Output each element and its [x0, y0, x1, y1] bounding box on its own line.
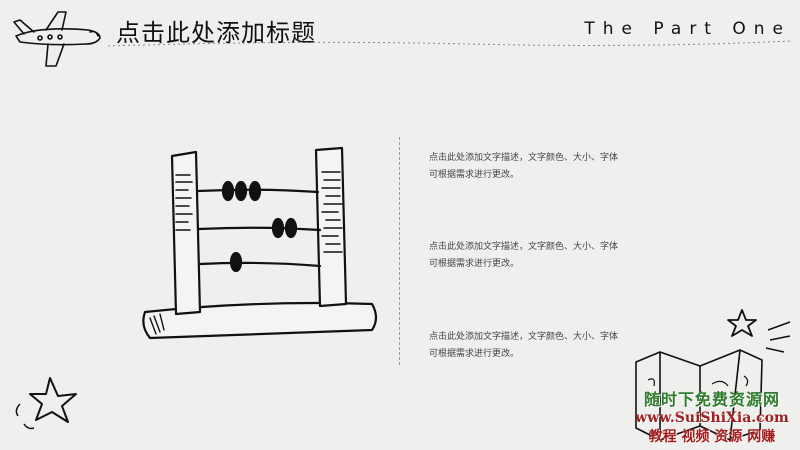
text-block[interactable]: 点击此处添加文字描述，文字颜色、大小、字体 可根据需求进行更改。 [429, 239, 669, 273]
vertical-divider [399, 137, 400, 365]
star-icon [15, 377, 77, 430]
map-icon [635, 349, 763, 441]
star-icon [727, 309, 791, 353]
title-underline [107, 40, 791, 47]
watermark: 随时下免费资源网 www.SuiShiXia.com 教程 视频 资源 网赚 [630, 386, 794, 446]
watermark-line: 随时下免费资源网 [643, 390, 780, 409]
airplane-icon [13, 11, 101, 67]
text-block[interactable]: 点击此处添加文字描述，文字颜色、大小、字体 可根据需求进行更改。 [429, 329, 669, 363]
text-block-line: 可根据需求进行更改。 [429, 349, 520, 359]
page-title[interactable]: 点击此处添加标题 [116, 19, 316, 47]
part-label: The Part One [584, 19, 791, 39]
text-block-line: 点击此处添加文字描述，文字颜色、大小、字体 [429, 332, 619, 342]
text-block-line: 点击此处添加文字描述，文字颜色、大小、字体 [429, 153, 619, 163]
abacus-illustration [142, 146, 378, 340]
watermark-line: 教程 视频 资源 网赚 [648, 429, 776, 445]
text-block-line: 点击此处添加文字描述，文字颜色、大小、字体 [429, 242, 619, 252]
watermark-line: www.SuiShiXia.com [635, 410, 789, 426]
text-block[interactable]: 点击此处添加文字描述，文字颜色、大小、字体 可根据需求进行更改。 [429, 150, 669, 184]
text-block-line: 可根据需求进行更改。 [429, 259, 520, 269]
text-block-line: 可根据需求进行更改。 [429, 170, 520, 180]
